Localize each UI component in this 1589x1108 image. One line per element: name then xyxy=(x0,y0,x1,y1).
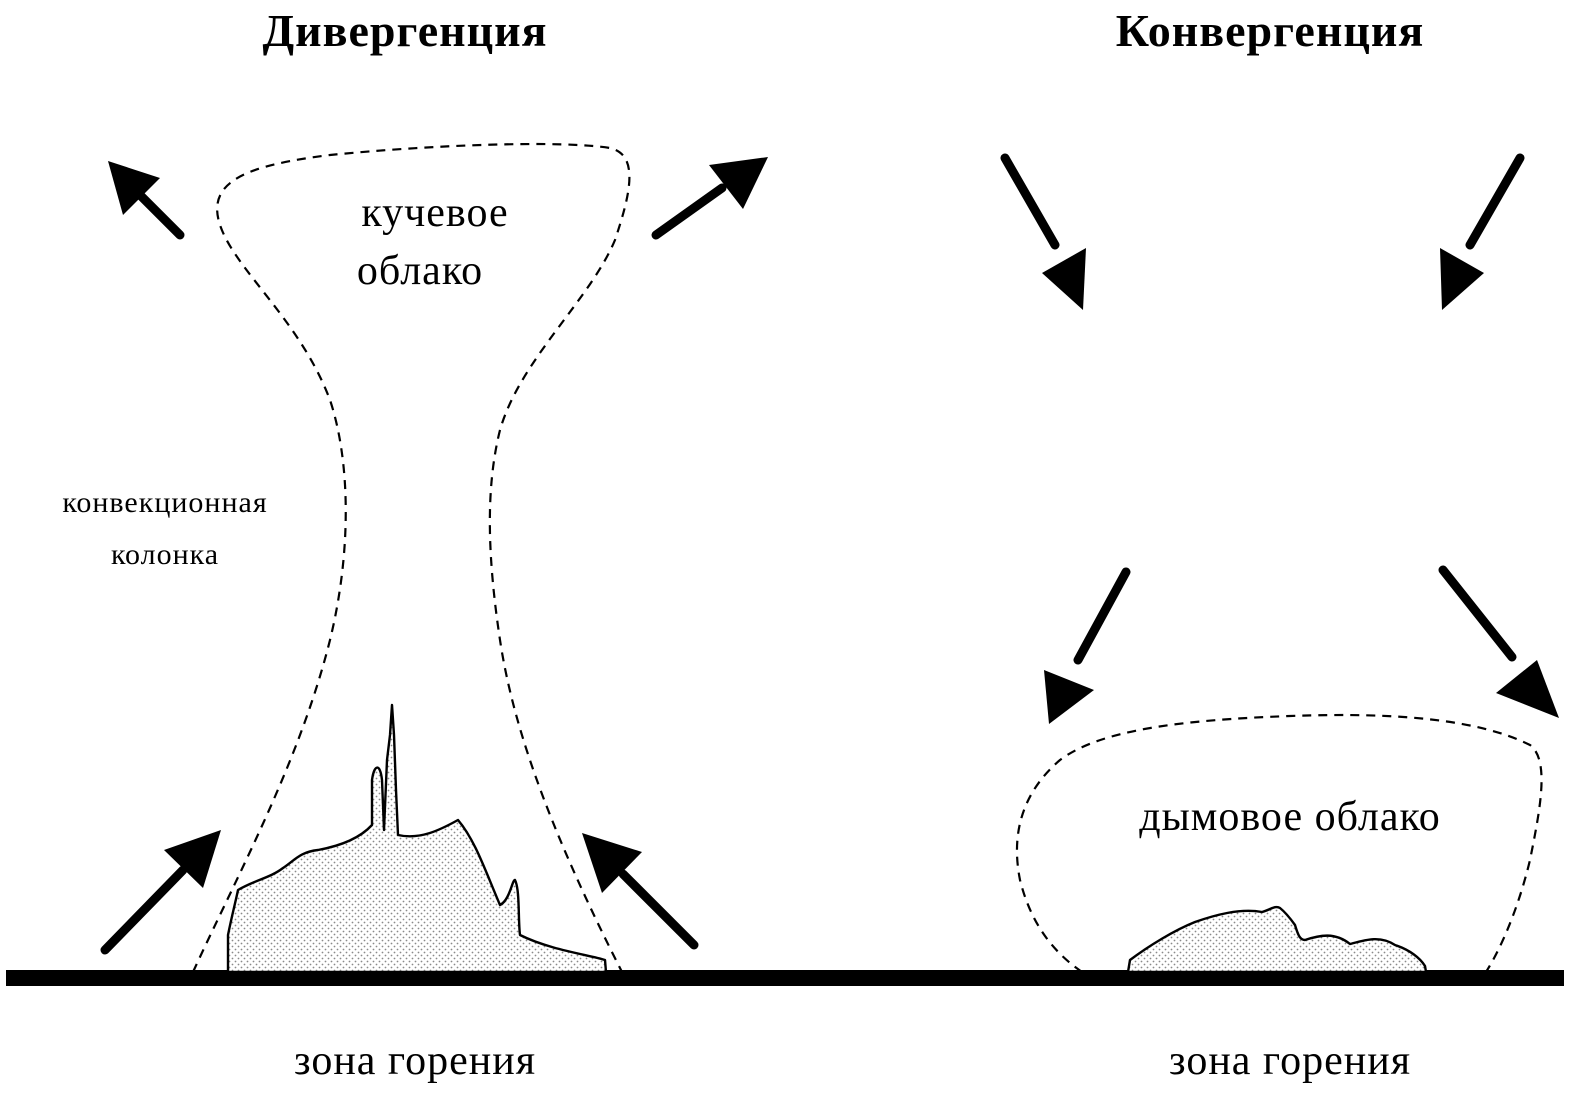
fire-zone-left xyxy=(228,705,606,972)
arrow-inflow-left xyxy=(105,830,221,950)
arrow-down-left-1 xyxy=(1440,158,1520,310)
combustion-zone-label-right: зона горения xyxy=(1105,1040,1475,1082)
arrow-up-left xyxy=(108,161,180,235)
arrow-up-right xyxy=(656,157,768,235)
arrow-down-left-2 xyxy=(1044,572,1126,724)
arrow-inflow-right xyxy=(582,833,694,945)
combustion-zone-label-left: зона горения xyxy=(230,1040,600,1082)
convection-column-label-line1: конвекционная xyxy=(10,488,320,518)
smoke-cloud-label: дымовое облако xyxy=(1085,796,1495,838)
arrow-down-right-2 xyxy=(1443,570,1559,718)
fire-zone-right xyxy=(1128,907,1426,972)
cumulus-cloud-label-line1: кучевое xyxy=(300,192,570,234)
cumulus-cloud-label-line2: облако xyxy=(300,250,540,292)
divergence-title: Дивергенция xyxy=(190,8,620,54)
arrow-down-right-1 xyxy=(1005,158,1086,310)
convergence-title: Конвергенция xyxy=(1060,8,1480,54)
convection-column-label-line2: колонка xyxy=(10,540,320,570)
